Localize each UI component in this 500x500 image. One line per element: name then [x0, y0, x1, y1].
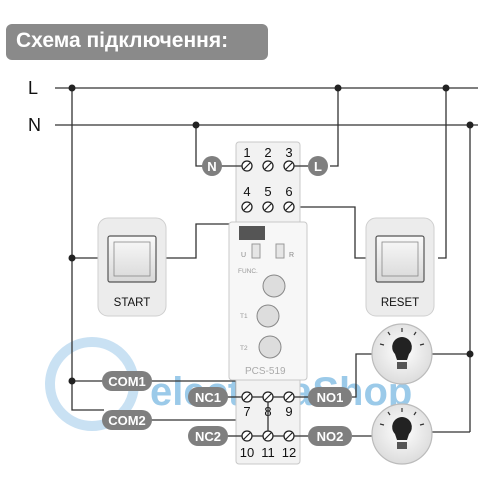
led-u [251, 243, 261, 259]
junction-dot [466, 350, 474, 358]
no1-text: NO1 [317, 390, 344, 405]
relay-device: U R FUNC. T1 T2 PCS-519 [228, 141, 308, 465]
terminal-1: 1 [243, 145, 250, 160]
wire-l-term3 [330, 88, 339, 167]
func-knob [262, 274, 286, 298]
badge-n: N [202, 156, 222, 176]
junction-dot [68, 254, 76, 262]
reset-key [375, 235, 425, 283]
label-l: L [28, 78, 38, 98]
badge-nc1: NC1 [188, 387, 228, 407]
nc1-text: NC1 [195, 390, 221, 405]
reset-label: RESET [381, 297, 419, 309]
terminal-6: 6 [285, 184, 292, 199]
bulb-icon [392, 337, 412, 360]
junction-dot [334, 84, 342, 92]
terminal-10: 10 [240, 445, 254, 460]
reset-switch: RESET [365, 217, 435, 317]
badge-l: L [308, 156, 328, 176]
junction-dot [68, 84, 76, 92]
device-model: PCS-519 [245, 366, 286, 377]
lamp-2 [371, 403, 433, 465]
terminal-4: 4 [243, 184, 250, 199]
wire-t6-reset [290, 206, 368, 259]
title-banner [6, 24, 268, 60]
wire-n-term1 [195, 125, 204, 167]
nc2-text: NC2 [195, 429, 221, 444]
lamp-1 [371, 323, 433, 385]
device-front-panel [228, 221, 308, 381]
led-r-label: R [289, 252, 294, 259]
badge-l-text: L [314, 159, 322, 174]
wire-l-com2 [71, 88, 104, 411]
led-r [275, 243, 285, 259]
badge-n-text: N [207, 159, 216, 174]
start-key [107, 235, 157, 283]
junction-dot [442, 84, 450, 92]
t1-label: T1 [240, 313, 248, 320]
lamp-1-rays [379, 328, 425, 346]
diagram-title: Схема підключення: [16, 29, 229, 52]
start-switch: START [97, 217, 167, 317]
t2-label: T2 [240, 345, 248, 352]
screw-slots [243, 162, 293, 440]
lamp-2-rays [379, 408, 425, 426]
bulb-base [397, 442, 407, 449]
terminal-7: 7 [243, 404, 250, 419]
junction-dot [192, 121, 200, 129]
badge-com1: COM1 [102, 371, 152, 391]
junction-dot [466, 121, 474, 129]
com2-text: COM2 [108, 413, 146, 428]
badge-nc2: NC2 [188, 426, 228, 446]
func-label: FUNC. [238, 268, 258, 275]
t1-knob [256, 304, 280, 328]
bulb-icon [392, 417, 412, 440]
wire-reset-l [438, 88, 447, 259]
label-n: N [28, 115, 41, 135]
no2-text: NO2 [317, 429, 344, 444]
device-logo [239, 226, 265, 240]
com1-text: COM1 [108, 374, 146, 389]
terminal-2: 2 [264, 145, 271, 160]
terminal-12: 12 [282, 445, 296, 460]
t2-knob [258, 335, 282, 359]
junctions [68, 84, 474, 385]
wire-no1-bulb1 [352, 353, 372, 398]
terminal-11: 11 [261, 445, 275, 460]
bulb-base [397, 362, 407, 369]
badge-no1: NO1 [308, 387, 352, 407]
badge-com2: COM2 [102, 410, 152, 430]
junction-dot [68, 377, 76, 385]
badge-no2: NO2 [308, 426, 352, 446]
terminal-9: 9 [285, 404, 292, 419]
start-label: START [114, 297, 151, 309]
terminal-3: 3 [285, 145, 292, 160]
terminal-5: 5 [264, 184, 271, 199]
led-u-label: U [241, 252, 246, 259]
